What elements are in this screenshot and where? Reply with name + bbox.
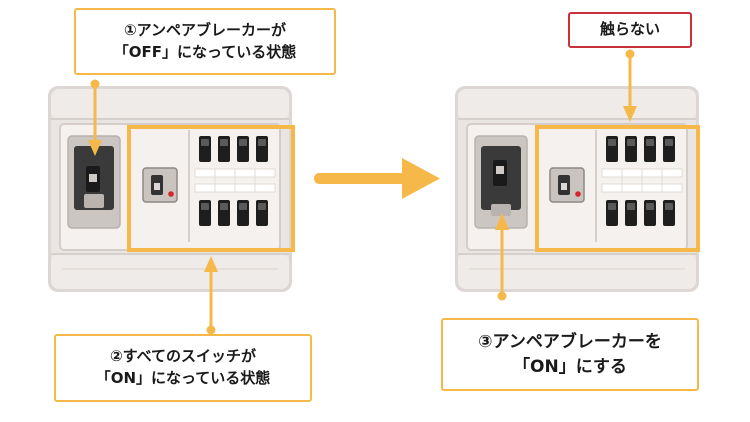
branch-switch-highlight-left [127, 125, 295, 252]
step2-line1: ②すべてのスイッチが [109, 347, 257, 366]
step2-label: ②すべてのスイッチが 「ON」になっている状態 [54, 334, 312, 402]
branch-switch-highlight-right [535, 125, 700, 252]
dont-touch-label: 触らない [568, 12, 692, 48]
step1-line2: 「OFF」になっている状態 [113, 42, 297, 61]
step1-line1: ①アンペアブレーカーが [123, 20, 287, 39]
right-distribution-panel [454, 85, 700, 293]
step3-line1: ③アンペアブレーカーを [478, 331, 662, 352]
step2-line2: 「ON」になっている状態 [95, 369, 271, 387]
connector-step1 [88, 79, 102, 156]
connector-step2 [204, 256, 218, 335]
step3-label: ③アンペアブレーカーを 「ON」にする [441, 318, 699, 391]
right-arrow-icon [314, 158, 440, 199]
dont-touch-text: 触らない [599, 20, 660, 39]
main-breaker-off [84, 166, 104, 208]
left-distribution-panel [47, 85, 293, 293]
step1-label: ①アンペアブレーカーが 「OFF」になっている状態 [74, 8, 336, 75]
step3-line2: 「ON」にする [513, 356, 627, 377]
connector-step3 [495, 213, 509, 301]
connector-dont-touch [623, 49, 637, 122]
main-breaker-on [491, 160, 511, 216]
